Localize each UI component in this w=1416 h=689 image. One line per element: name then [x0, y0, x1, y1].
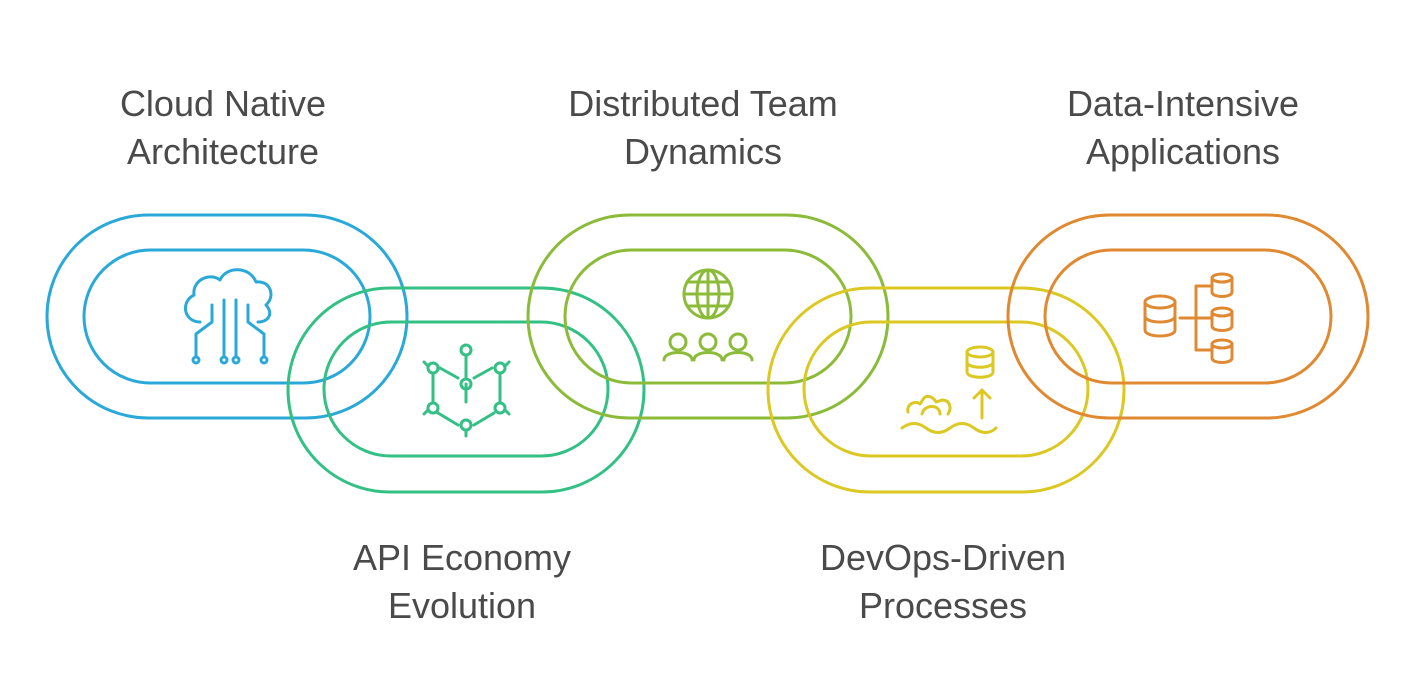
- label-line: Processes: [858, 585, 1028, 626]
- label-line: Evolution: [387, 585, 537, 626]
- label-line: API Economy: [352, 537, 572, 578]
- chain-link-api-economy: [286, 286, 646, 494]
- chain-link-devops-driven: [766, 286, 1126, 494]
- label-api-economy: API Economy Evolution: [282, 534, 642, 630]
- label-line: Dynamics: [623, 131, 783, 172]
- label-data-intensive: Data-Intensive Applications: [1003, 80, 1363, 176]
- label-cloud-native: Cloud Native Architecture: [43, 80, 403, 176]
- label-line: DevOps-Driven: [819, 537, 1067, 578]
- label-line: Applications: [1085, 131, 1281, 172]
- globe-team-icon: [662, 268, 754, 362]
- database-tree-icon: [1143, 272, 1234, 364]
- chain-link-data-intensive: [1006, 213, 1370, 420]
- label-line: Architecture: [126, 131, 320, 172]
- network-nodes-icon: [422, 343, 511, 438]
- label-line: Cloud Native: [119, 83, 327, 124]
- chain-link-distributed-team: [526, 213, 890, 420]
- cloud-circuit-icon: [184, 268, 273, 365]
- gear-database-icon: [900, 345, 998, 434]
- label-devops-driven: DevOps-Driven Processes: [763, 534, 1123, 630]
- chain-link-cloud-native: [45, 213, 409, 420]
- label-line: Data-Intensive: [1066, 83, 1300, 124]
- label-line: Distributed Team: [568, 83, 838, 124]
- label-distributed-team: Distributed Team Dynamics: [523, 80, 883, 176]
